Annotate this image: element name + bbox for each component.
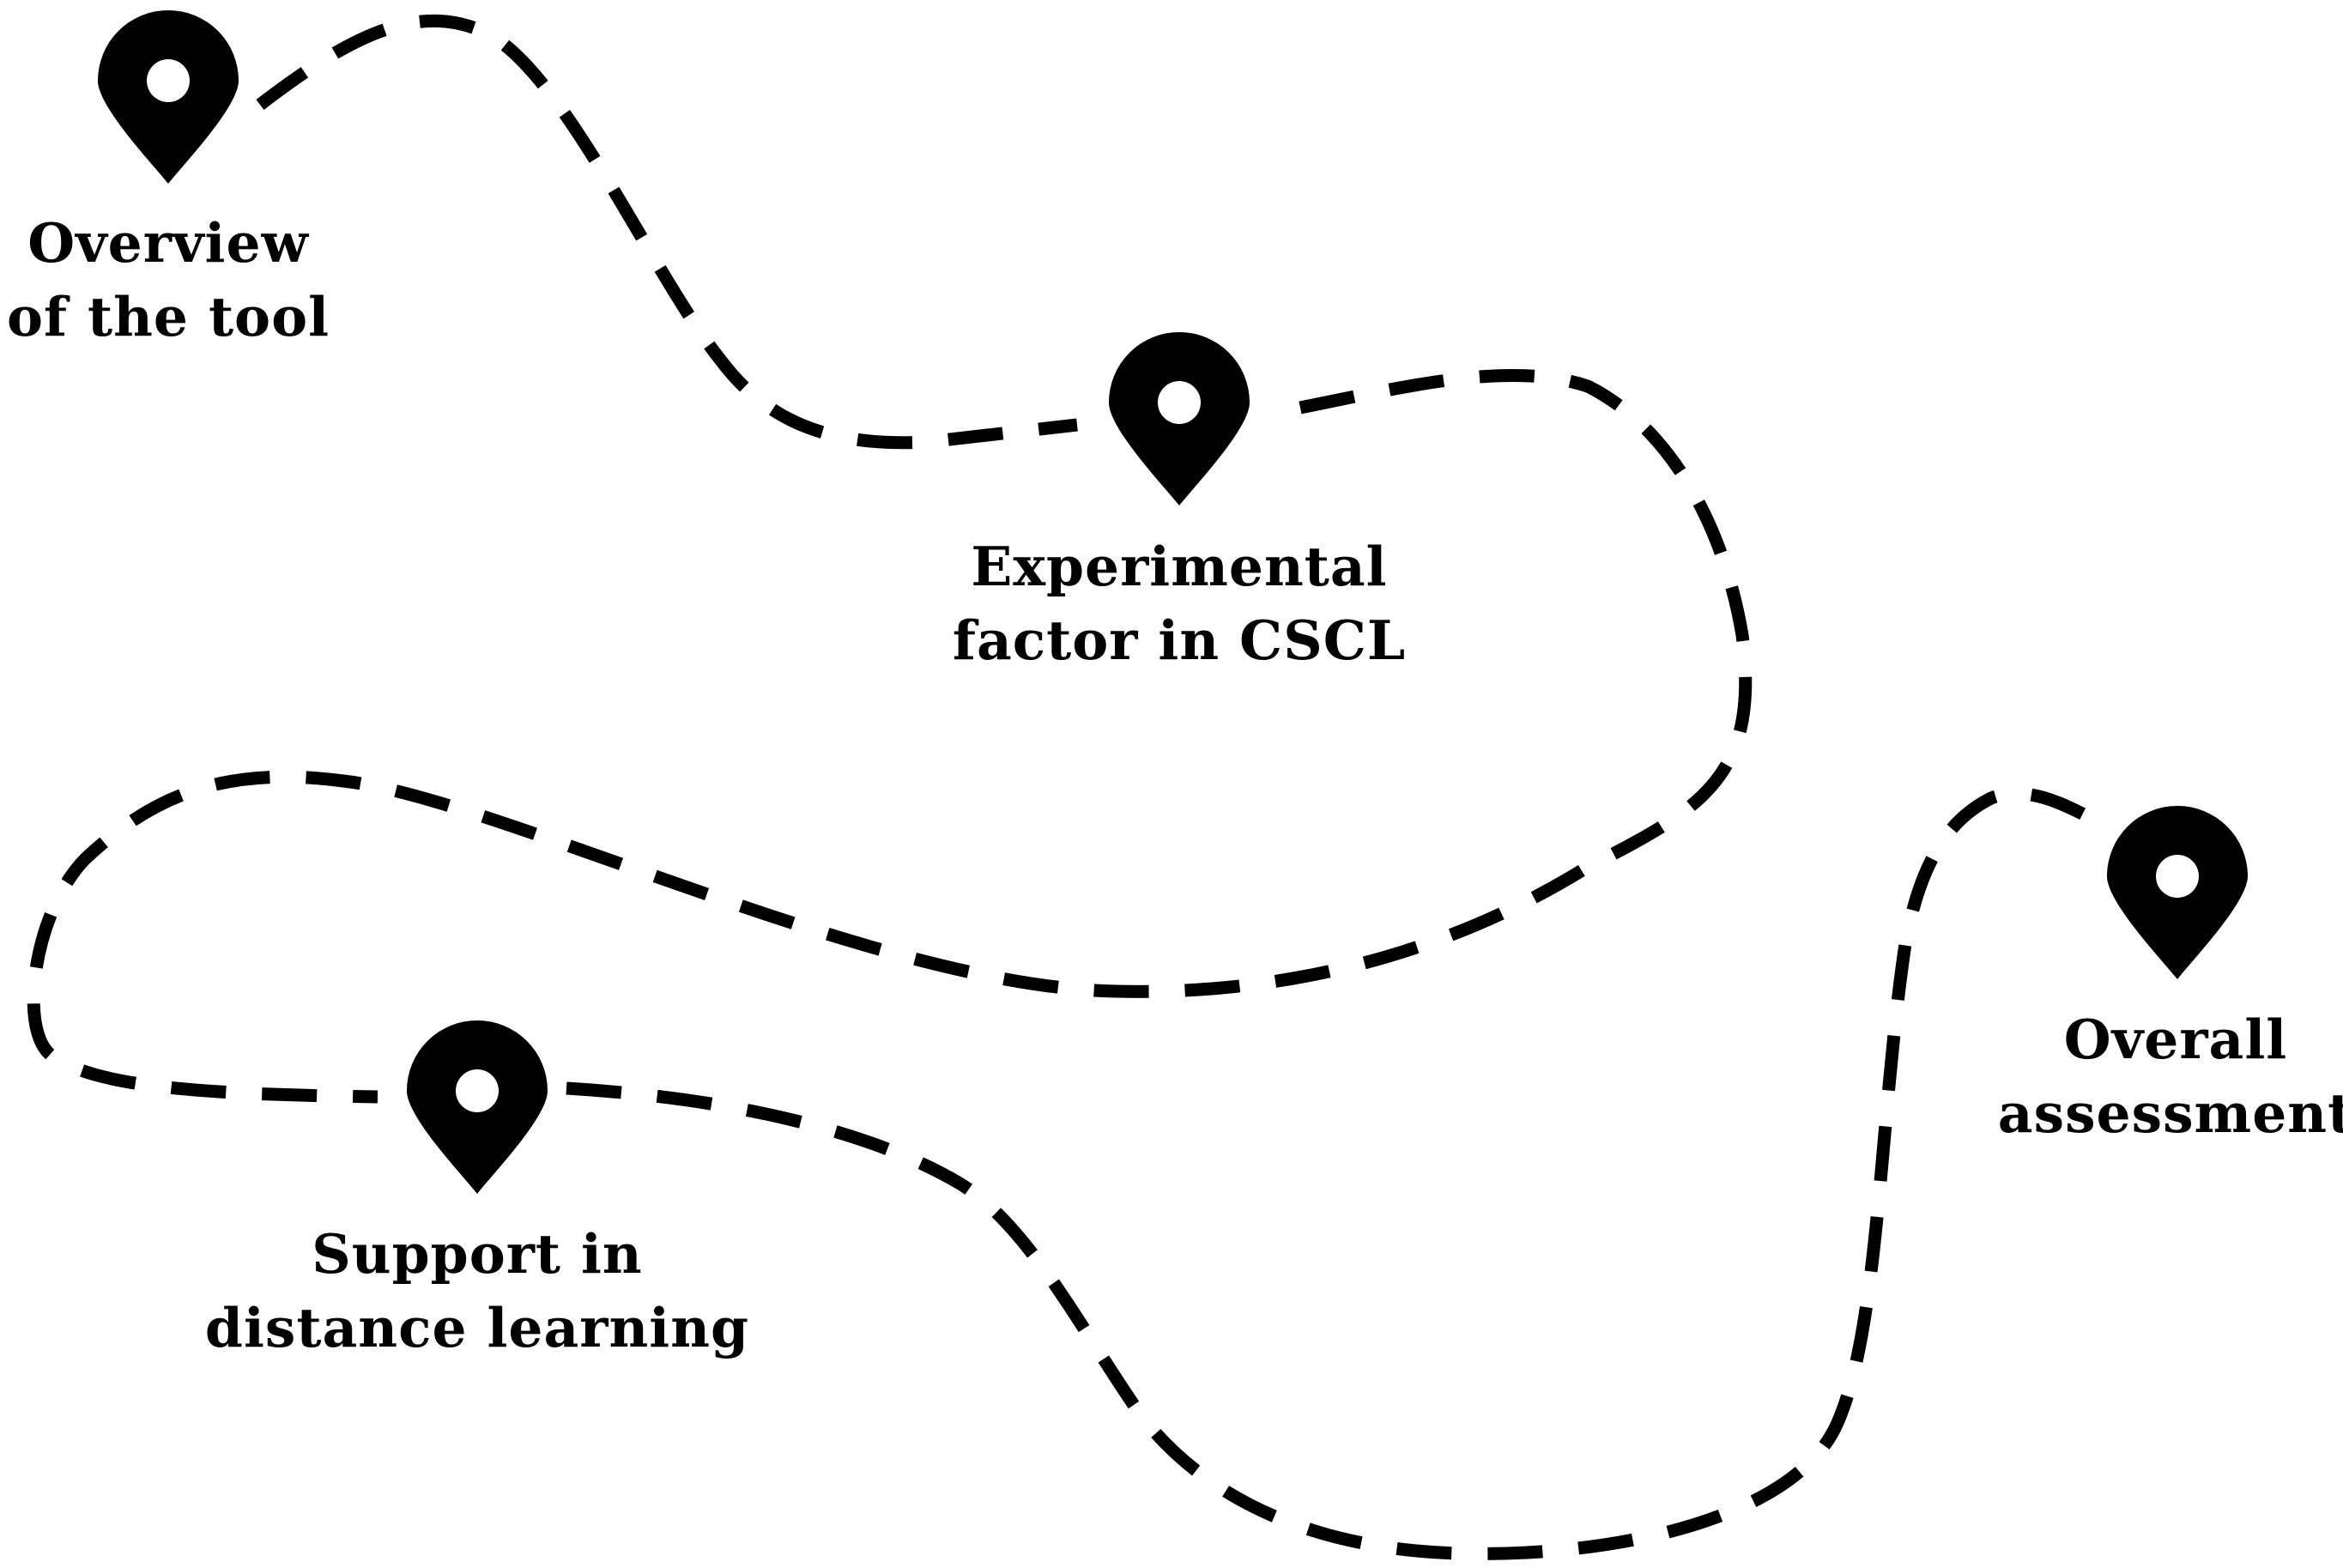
milestone-label-overview: Overview of the tool <box>7 206 330 354</box>
milestone-label-line: of the tool <box>6 285 330 348</box>
milestone-pin-overview <box>98 9 239 185</box>
dashed-route <box>27 14 2089 1560</box>
milestone-label-line: Support in <box>312 1222 643 1286</box>
milestone-label-support: Support in distance learning <box>205 1217 749 1365</box>
map-pin-icon <box>1109 331 1250 506</box>
route-segment-overview-to-experimental <box>256 14 1078 450</box>
milestone-label-line: factor in CSCL <box>952 608 1407 672</box>
milestone-pin-assessment <box>2107 805 2248 979</box>
milestone-label-line: distance learning <box>204 1296 750 1359</box>
milestone-label-line: assessment <box>1997 1081 2343 1145</box>
milestone-label-experimental: Experimental factor in CSCL <box>953 530 1406 677</box>
milestone-label-line: Experimental <box>971 535 1388 598</box>
route-segment-experimental-to-support <box>27 368 1753 1104</box>
milestone-pin-support <box>407 1020 548 1194</box>
milestone-label-line: Overall <box>2063 1008 2288 1071</box>
map-pin-icon <box>2107 805 2248 979</box>
milestone-label-assessment: Overall assessment <box>1998 1002 2343 1150</box>
route-segment-support-to-assessment <box>566 787 2089 1560</box>
milestone-label-line: Overview <box>27 211 309 275</box>
map-pin-icon <box>98 9 239 185</box>
milestone-pin-experimental <box>1109 331 1250 506</box>
map-pin-icon <box>407 1020 548 1194</box>
